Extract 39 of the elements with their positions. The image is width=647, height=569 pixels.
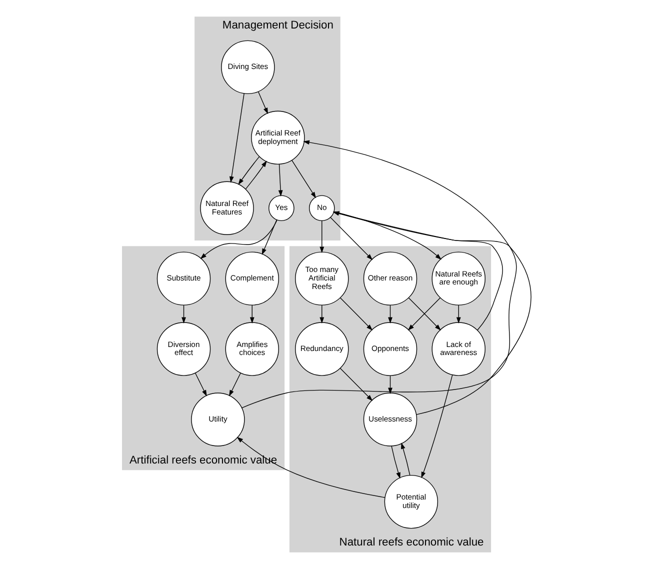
arrow — [200, 220, 277, 260]
node-circle: Amplifies choices — [224, 322, 278, 376]
arrow — [236, 436, 385, 498]
arrow — [339, 297, 372, 331]
arrow — [400, 442, 410, 476]
node-circle: Lack of awareness — [431, 322, 485, 376]
node-circle: Too many Artificial Reefs — [294, 252, 348, 306]
node-circle: No — [308, 195, 334, 222]
node-circle: Potential utility — [384, 474, 438, 529]
node-circle: Opponents — [362, 322, 417, 376]
arrow — [249, 304, 254, 324]
arrow — [456, 304, 460, 324]
arrow — [238, 156, 260, 185]
node-circle: Yes — [268, 195, 294, 222]
node-circle: Diving Sites — [220, 40, 274, 94]
arrow — [388, 375, 392, 394]
node-circle: Redundancy — [294, 322, 348, 376]
arrow — [194, 372, 206, 396]
node-circle: Natural Reef Features — [200, 181, 254, 235]
arrow — [228, 372, 240, 396]
node-circle: Diversion effect — [156, 322, 210, 376]
arrow — [330, 217, 372, 260]
arrow — [244, 160, 266, 190]
arrow — [319, 304, 324, 324]
arrow — [319, 220, 324, 254]
arrow — [339, 368, 372, 401]
arrow — [261, 220, 277, 255]
node-circle: Artificial Reef deployment — [250, 110, 304, 165]
arrow — [257, 91, 268, 114]
arrow — [240, 140, 516, 408]
arrow — [228, 93, 244, 183]
node-circle: Complement — [224, 252, 278, 306]
arrow — [181, 304, 186, 324]
arrow — [388, 304, 392, 324]
arrow — [420, 374, 452, 478]
arrow — [291, 160, 316, 198]
node-circle: Other reason — [362, 252, 417, 306]
arrow — [278, 164, 282, 197]
arrow — [390, 446, 400, 479]
